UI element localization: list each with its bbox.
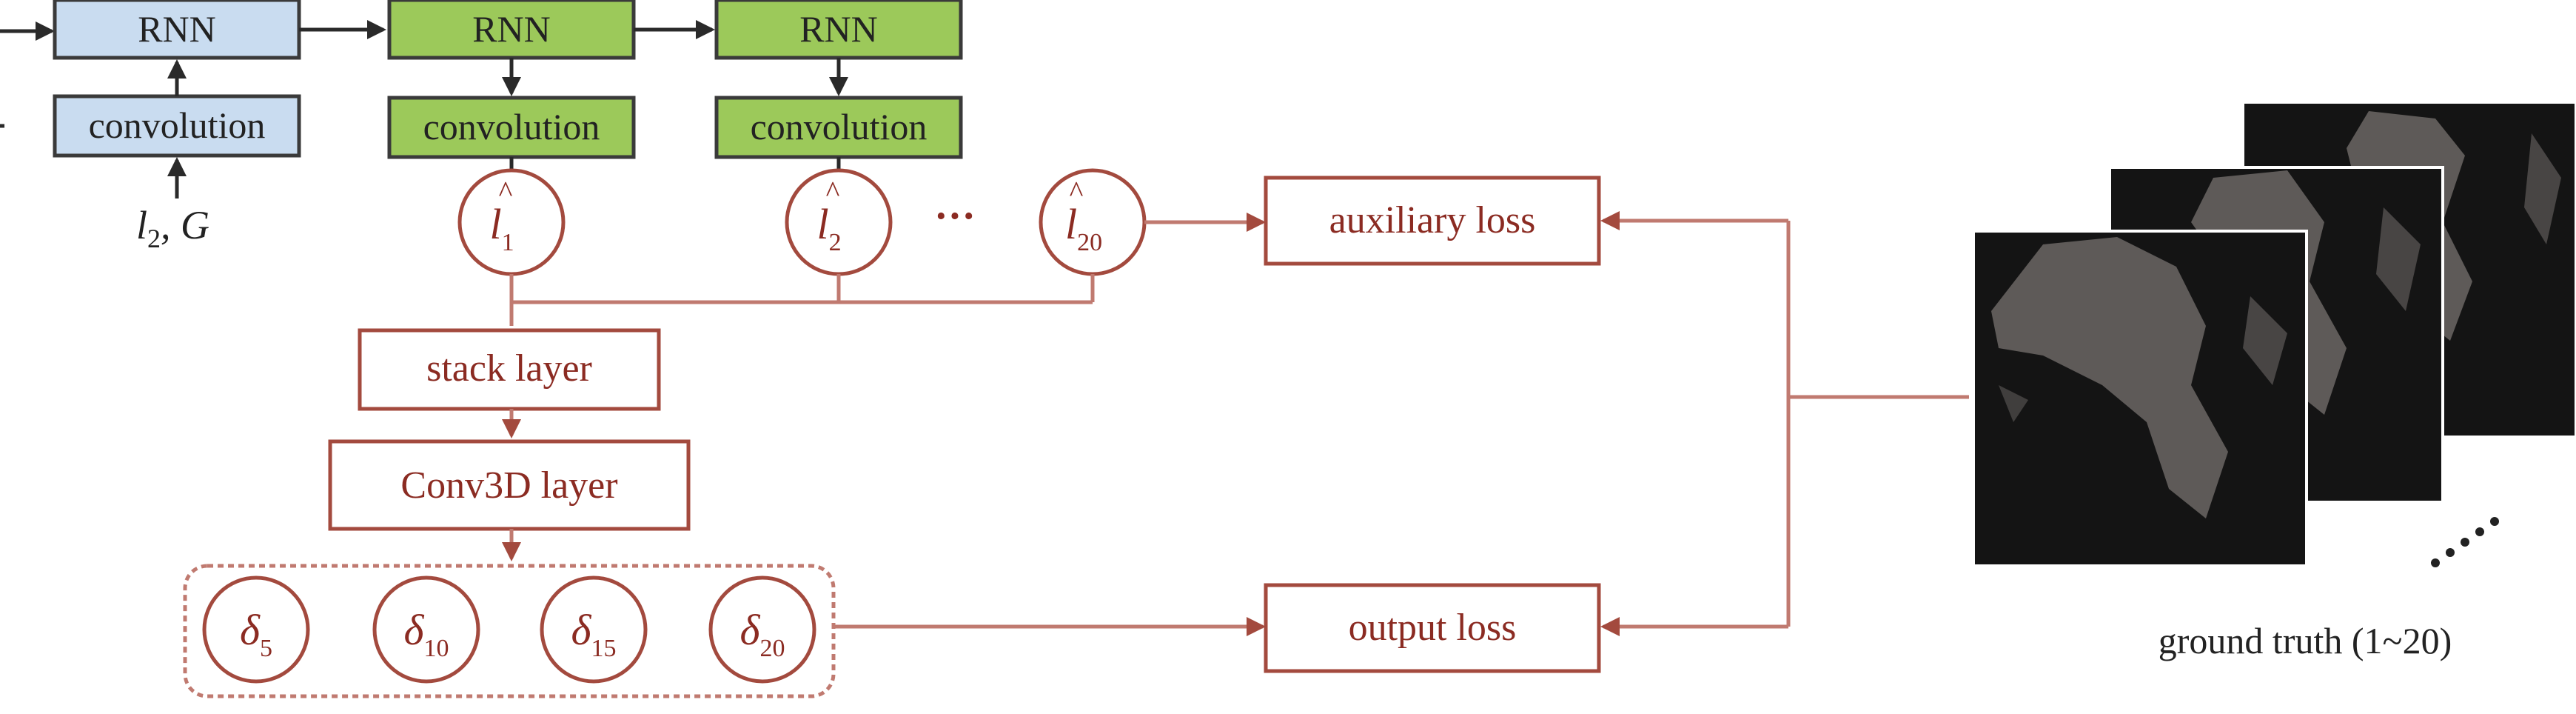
encoder-row: RNN convolution l2, G RNN convolution RN… [0,0,963,253]
rnn-label-3: RNN [799,8,878,50]
prediction-hat-2: ^ [826,175,840,208]
loss-boxes: auxiliary loss output loss [1264,176,1601,673]
prediction-hat-20: ^ [1070,175,1084,208]
auxiliary-loss-box [1264,176,1601,266]
input-variables: l2, G [136,203,209,253]
output-label-20: δ20 [740,606,785,662]
output-label-5: δ5 [240,606,272,662]
prediction-label-20: l20 [1065,200,1102,256]
output-node-15 [540,575,648,684]
output-label-15: δ15 [571,606,617,662]
prediction-label-2: l2 [816,200,841,256]
output-node-20 [708,575,816,684]
conv3d-layer-label: Conv3D layer [400,464,617,507]
ellipsis: ··· [934,193,976,239]
prediction-nodes: l1 ^ l2 ^ ··· l20 ^ [457,168,1147,276]
output-loss-label: output loss [1349,607,1517,649]
encoder-cell-3: RNN convolution [714,0,963,194]
ground-truth-caption: ground truth (1~20) [2159,620,2452,661]
gt-frame-front [1972,230,2308,567]
convolution-label-1: convolution [89,104,266,146]
output-node-5 [202,575,310,684]
output-node-10 [372,575,480,684]
convolution-block-3 [714,96,963,159]
auxiliary-loss-label: auxiliary loss [1329,199,1536,241]
output-label-10: δ10 [404,606,449,662]
output-loss-box [1264,583,1601,673]
more-frames-ellipsis [2431,517,2499,567]
convolution-label-2: convolution [423,106,600,147]
convolution-label-3: convolution [751,106,928,147]
stack-layer-label: stack layer [426,347,592,390]
prediction-node-20 [1039,168,1147,276]
decoder-layers: stack layer Conv3D layer [328,328,691,561]
rnn-label-2: RNN [472,8,551,50]
prediction-hat-1: ^ [499,175,513,208]
prediction-bus [509,213,1266,326]
prediction-label-1: l1 [489,200,514,256]
encoder-cell-1: RNN convolution l2, G [53,0,301,253]
output-group-frame [183,564,836,698]
rnn-label-1: RNN [138,8,216,50]
ground-truth-frames: ground truth (1~20) [1972,101,2576,661]
encoder-cell-2: RNN convolution [387,0,636,194]
ground-truth-connectors [1600,211,1969,636]
output-group: δ5 δ10 δ15 δ20 [183,564,1266,698]
convolution-block-2 [387,96,636,159]
stack-layer-box [358,328,661,411]
conv3d-layer-box [328,439,691,531]
